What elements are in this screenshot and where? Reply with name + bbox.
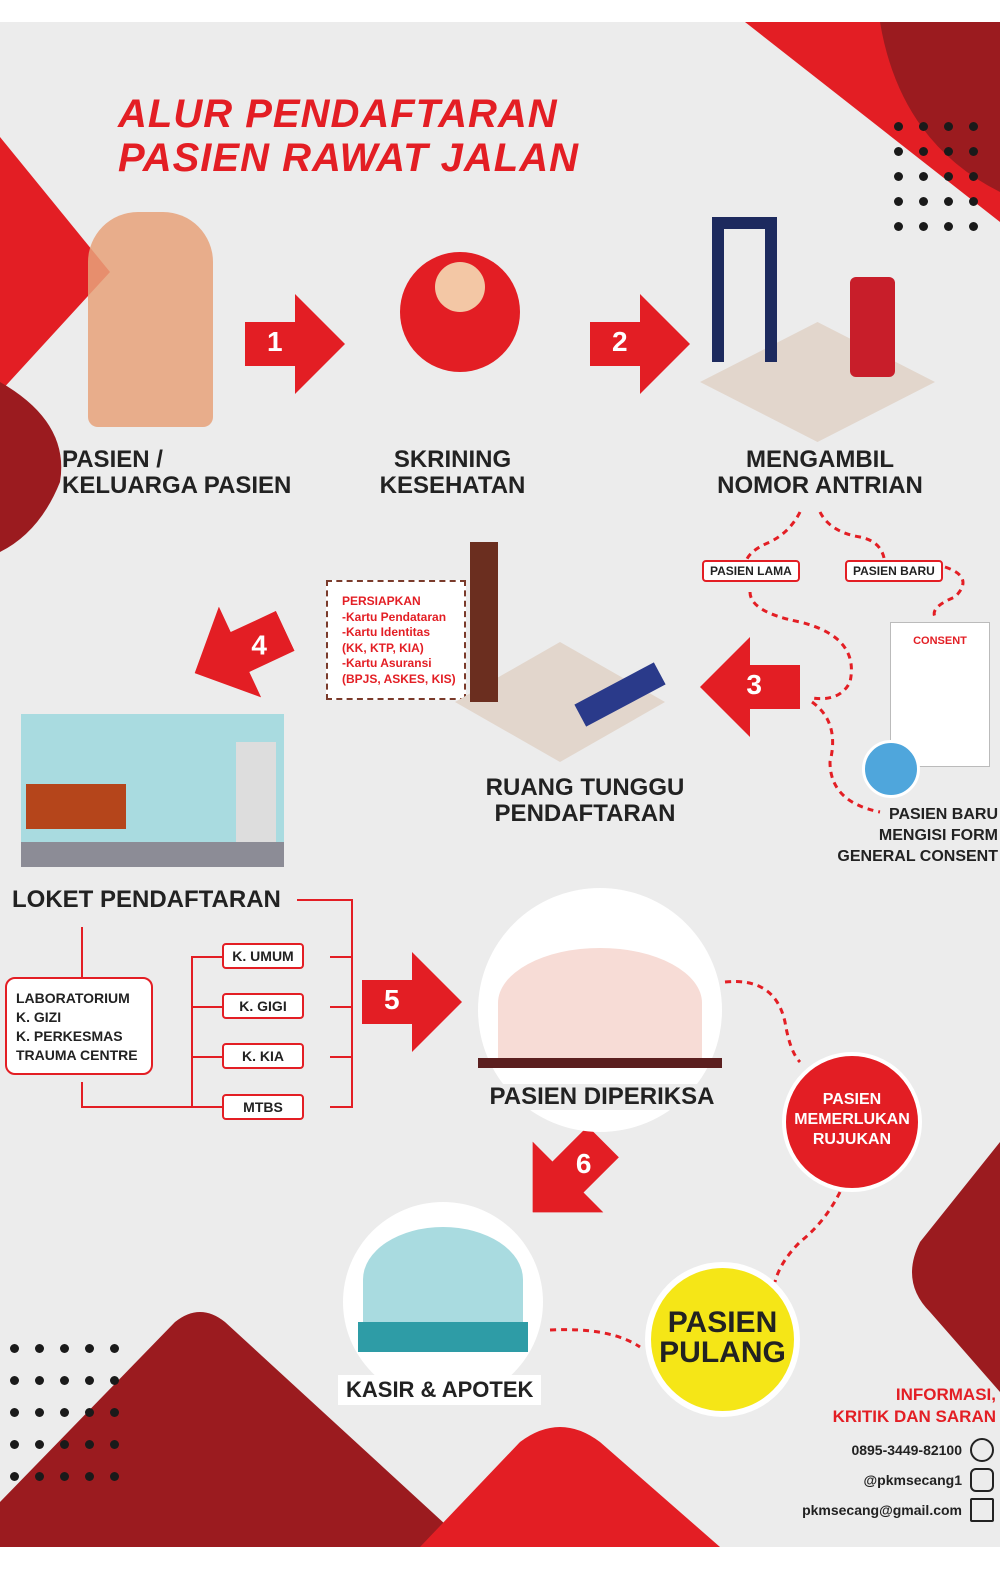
arrow-number: 2 <box>612 326 628 357</box>
tag-pasien-baru: PASIEN BARU <box>845 560 943 582</box>
label-line: PASIEN <box>667 1306 778 1339</box>
label-line: MEMERLUKAN <box>794 1111 910 1128</box>
dot-pattern-top <box>894 122 978 231</box>
instagram-icon <box>970 1468 994 1492</box>
poster: ALUR PENDAFTARAN PASIEN RAWAT JALAN PASI… <box>0 22 1000 1547</box>
label-line: PASIEN / <box>62 446 163 473</box>
label-line: MENGISI FORM <box>878 827 998 844</box>
step-ruang-tunggu-label: RUANG TUNGGU PENDAFTARAN <box>470 775 700 827</box>
doctor-face-icon <box>435 262 485 312</box>
tag-pasien-lama: PASIEN LAMA <box>702 560 800 582</box>
label-line: PULANG <box>659 1336 786 1369</box>
label-line: PASIEN BARU <box>888 806 998 823</box>
kiosk-icon <box>850 277 895 377</box>
contact-instagram[interactable]: @pkmsecang1 <box>863 1472 962 1488</box>
contact-phone[interactable]: 0895-3449-82100 <box>851 1442 962 1458</box>
step-diperiksa-label: PASIEN DIPERIKSA <box>478 1084 726 1110</box>
step-antrian-label: MENGAMBIL NOMOR ANTRIAN <box>695 447 945 499</box>
family-illustration <box>88 212 213 427</box>
arrow-number: 5 <box>384 984 400 1015</box>
step-skrining-label: SKRINING KESEHATAN <box>360 447 545 499</box>
label-line: SKRINING <box>393 446 512 473</box>
label-line: RUANG TUNGGU <box>485 774 685 801</box>
label-line: PASIEN <box>822 1091 882 1108</box>
label-line: NOMOR ANTRIAN <box>717 472 923 499</box>
note-line: PERSIAPKAN <box>342 594 421 608</box>
step-kasir-label: KASIR & APOTEK <box>338 1375 542 1405</box>
pulang-circle: PASIEN PULANG <box>645 1262 800 1417</box>
penunjang-item: K. PERKESMAS <box>16 1028 123 1044</box>
arrow-number: 4 <box>251 629 267 661</box>
sign-post-icon <box>470 542 498 702</box>
label-line: PENDAFTARAN <box>494 800 676 827</box>
dot-pattern-bottom <box>10 1344 119 1481</box>
label-line: KRITIK DAN SARAN <box>832 1407 996 1426</box>
doctor-avatar <box>862 740 920 798</box>
arrow-number: 6 <box>575 1148 592 1180</box>
queue-gate-icon <box>712 217 777 362</box>
penunjang-item: TRAUMA CENTRE <box>16 1047 138 1063</box>
arrow-number: 1 <box>267 326 283 357</box>
consent-caption: PASIEN BARU MENGISI FORM GENERAL CONSENT <box>837 804 998 867</box>
title-line-1: ALUR PENDAFTARAN <box>118 92 558 136</box>
label-line: INFORMASI, <box>895 1385 996 1404</box>
note-line: -Kartu Asuransi <box>342 656 432 670</box>
consent-form-document: CONSENT <box>890 622 990 767</box>
kasir-illustration <box>343 1202 543 1402</box>
step-pasien-label: PASIEN / KELUARGA PASIEN <box>62 447 291 499</box>
note-line: (KK, KTP, KIA) <box>342 640 424 655</box>
penunjang-item: LABORATORIUM <box>16 990 130 1006</box>
poli-mtbs: MTBS <box>222 1094 304 1120</box>
step-loket-label: LOKET PENDAFTARAN <box>12 886 281 913</box>
loket-illustration <box>21 714 284 867</box>
label-line: KELUARGA PASIEN <box>62 472 292 499</box>
consent-doc-title: CONSENT <box>913 635 967 647</box>
contact-email[interactable]: pkmsecang@gmail.com <box>802 1502 962 1518</box>
note-line: -Kartu Identitas <box>342 625 431 639</box>
poli-umum: K. UMUM <box>222 943 304 969</box>
title-line-2: PASIEN RAWAT JALAN <box>118 136 579 180</box>
rujukan-circle: PASIEN MEMERLUKAN RUJUKAN <box>782 1052 922 1192</box>
penunjang-item: K. GIZI <box>16 1009 62 1025</box>
note-line: -Kartu Pendataran <box>342 609 447 624</box>
label-line: GENERAL CONSENT <box>837 848 998 865</box>
arrow-number: 3 <box>746 669 762 700</box>
label-line: RUJUKAN <box>812 1131 892 1148</box>
label-line: MENGAMBIL <box>746 446 894 473</box>
note-line: (BPJS, ASKES, KIS) <box>342 671 456 686</box>
mail-icon <box>970 1498 994 1522</box>
whatsapp-icon <box>970 1438 994 1462</box>
contact-heading: INFORMASI, KRITIK DAN SARAN <box>833 1384 996 1428</box>
penunjang-box: LABORATORIUM K. GIZI K. PERKESMAS TRAUMA… <box>5 977 153 1075</box>
persiapkan-note: PERSIAPKAN -Kartu Pendataran -Kartu Iden… <box>326 580 466 700</box>
poli-gigi: K. GIGI <box>222 993 304 1019</box>
poli-kia: K. KIA <box>222 1043 304 1069</box>
label-line: KESEHATAN <box>379 472 526 499</box>
page-title: ALUR PENDAFTARAN PASIEN RAWAT JALAN <box>118 92 579 180</box>
background-shapes <box>0 22 1000 1547</box>
